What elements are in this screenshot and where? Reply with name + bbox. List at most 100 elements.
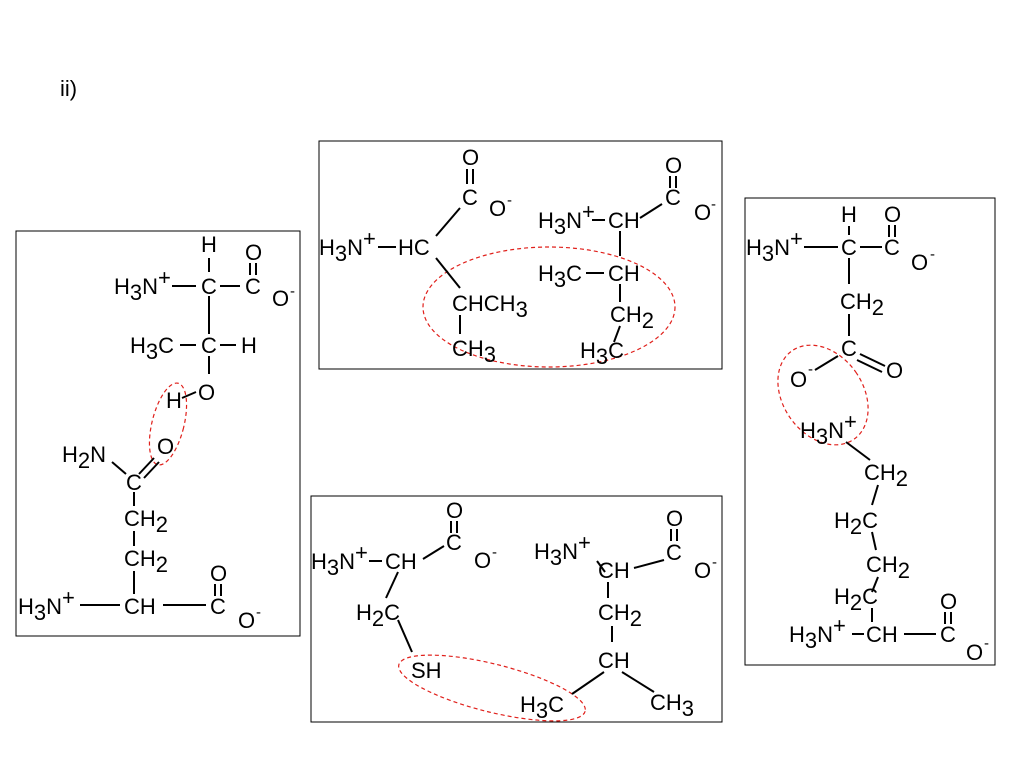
svg-text:C: C bbox=[446, 530, 462, 555]
svg-text:H: H bbox=[166, 388, 182, 413]
svg-text:H3C: H3C bbox=[130, 333, 174, 364]
svg-text:H3N+: H3N+ bbox=[534, 530, 591, 570]
svg-text:O: O bbox=[940, 589, 957, 614]
svg-text:H3N+: H3N+ bbox=[311, 540, 368, 580]
svg-text:-: - bbox=[984, 635, 989, 652]
svg-text:H2C: H2C bbox=[834, 584, 878, 615]
svg-text:CH2: CH2 bbox=[864, 460, 908, 491]
svg-text:H: H bbox=[841, 202, 857, 227]
svg-text:CHCH3: CHCH3 bbox=[452, 291, 528, 322]
svg-text:O: O bbox=[665, 153, 682, 178]
svg-text:C: C bbox=[245, 274, 261, 299]
svg-text:C: C bbox=[210, 594, 226, 619]
svg-text:C: C bbox=[666, 540, 682, 565]
leucine-molecule: H3N+ CH C O O - H3C CH CH2 H3C bbox=[538, 153, 716, 369]
isoleucine-molecule: H3N+ HC C O O - CHCH3 CH3 bbox=[319, 145, 528, 367]
panel-left: H3N+ C H C O O - H3C C H O H H2N bbox=[15, 230, 301, 637]
svg-text:O: O bbox=[911, 250, 928, 275]
svg-text:SH: SH bbox=[411, 658, 442, 683]
svg-text:O: O bbox=[474, 548, 491, 573]
svg-text:O: O bbox=[198, 380, 215, 405]
ionic-interaction-ellipse bbox=[777, 344, 869, 446]
svg-text:-: - bbox=[930, 246, 935, 263]
svg-text:CH2: CH2 bbox=[598, 600, 642, 631]
svg-text:H: H bbox=[201, 232, 217, 257]
svg-text:CH2: CH2 bbox=[866, 552, 910, 583]
svg-text:H3N+: H3N+ bbox=[789, 613, 846, 653]
svg-text:O: O bbox=[666, 506, 683, 531]
svg-text:-: - bbox=[492, 544, 497, 561]
svg-text:O: O bbox=[238, 608, 255, 633]
svg-text:C: C bbox=[665, 185, 681, 210]
svg-text:CH: CH bbox=[608, 208, 640, 233]
svg-text:CH3: CH3 bbox=[650, 690, 694, 721]
svg-text:H3C: H3C bbox=[538, 261, 582, 292]
svg-text:H3N+: H3N+ bbox=[114, 265, 171, 305]
glutamine-molecule: H2N O C CH2 CH2 H3N+ CH C O O - bbox=[18, 434, 261, 633]
svg-text:O: O bbox=[884, 202, 901, 227]
panel-right: H3N+ C H C O O - CH2 C O O - H3N+ bbox=[744, 197, 996, 666]
svg-text:CH: CH bbox=[598, 648, 630, 673]
svg-text:H3N+: H3N+ bbox=[319, 226, 376, 266]
aspartate-molecule: H3N+ C H C O O - CH2 C O O - bbox=[746, 202, 935, 392]
svg-text:O: O bbox=[694, 200, 711, 225]
svg-text:O: O bbox=[446, 498, 463, 523]
lysine-molecule: H3N+ CH2 H2C CH2 H2C H3N+ CH C O O - bbox=[789, 409, 989, 665]
leucine-molecule-bottom: H3N+ CH C O O - CH2 CH H3C CH3 bbox=[520, 506, 717, 723]
svg-text:-: - bbox=[808, 361, 813, 378]
svg-text:-: - bbox=[507, 192, 512, 209]
svg-text:CH: CH bbox=[608, 261, 640, 286]
svg-text:H: H bbox=[241, 333, 257, 358]
svg-text:CH: CH bbox=[866, 622, 898, 647]
svg-text:O: O bbox=[966, 640, 983, 665]
svg-text:H3C: H3C bbox=[580, 338, 624, 369]
svg-text:C: C bbox=[841, 336, 857, 361]
svg-text:O: O bbox=[272, 286, 289, 311]
panel-left-frame bbox=[15, 230, 301, 637]
svg-text:CH: CH bbox=[598, 558, 630, 583]
panel-right-frame bbox=[744, 197, 996, 666]
hydrophobic-interaction-ellipse-top bbox=[422, 246, 676, 368]
svg-text:CH: CH bbox=[124, 594, 156, 619]
svg-text:O: O bbox=[210, 561, 227, 586]
svg-text:O: O bbox=[245, 240, 262, 265]
svg-text:CH2: CH2 bbox=[840, 289, 884, 320]
svg-text:CH: CH bbox=[385, 549, 417, 574]
svg-text:O: O bbox=[790, 367, 807, 392]
panel-top-middle: H3N+ HC C O O - CHCH3 CH3 H3N+ CH C O O bbox=[318, 140, 723, 370]
panel-bottom-middle-frame bbox=[310, 495, 723, 723]
svg-text:CH2: CH2 bbox=[124, 506, 168, 537]
svg-text:-: - bbox=[711, 196, 716, 213]
svg-text:C: C bbox=[201, 274, 217, 299]
panel-top-middle-frame bbox=[318, 140, 723, 370]
slide-label: ii) bbox=[60, 76, 78, 101]
svg-text:H3N+: H3N+ bbox=[800, 409, 857, 449]
svg-text:C: C bbox=[841, 235, 857, 260]
svg-text:H2N: H2N bbox=[62, 442, 106, 473]
svg-text:H2C: H2C bbox=[356, 600, 400, 631]
svg-text:CH2: CH2 bbox=[610, 302, 654, 333]
panel-bottom-middle: H3N+ CH C O O - H2C SH H3N+ CH C O O bbox=[310, 495, 723, 723]
svg-text:C: C bbox=[462, 185, 478, 210]
svg-text:H2C: H2C bbox=[834, 508, 878, 539]
hydrophobic-interaction-ellipse-bottom bbox=[398, 654, 586, 722]
threonine-molecule: H3N+ C H C O O - H3C C H O H bbox=[114, 232, 295, 413]
hydrogen-bond-ellipse bbox=[148, 382, 188, 466]
svg-text:H3N+: H3N+ bbox=[18, 585, 75, 625]
svg-text:O: O bbox=[157, 434, 174, 459]
svg-text:-: - bbox=[256, 604, 261, 621]
svg-text:C: C bbox=[940, 622, 956, 647]
svg-text:H3N+: H3N+ bbox=[538, 199, 595, 239]
svg-text:CH2: CH2 bbox=[124, 546, 168, 577]
svg-text:HC: HC bbox=[398, 235, 430, 260]
svg-text:O: O bbox=[489, 196, 506, 221]
svg-text:H3N+: H3N+ bbox=[746, 226, 803, 266]
svg-text:O: O bbox=[886, 358, 903, 383]
svg-text:O: O bbox=[462, 145, 479, 170]
svg-text:-: - bbox=[712, 554, 717, 571]
svg-text:-: - bbox=[290, 283, 295, 300]
svg-text:CH3: CH3 bbox=[452, 336, 496, 367]
svg-text:C: C bbox=[884, 235, 900, 260]
svg-text:C: C bbox=[201, 333, 217, 358]
